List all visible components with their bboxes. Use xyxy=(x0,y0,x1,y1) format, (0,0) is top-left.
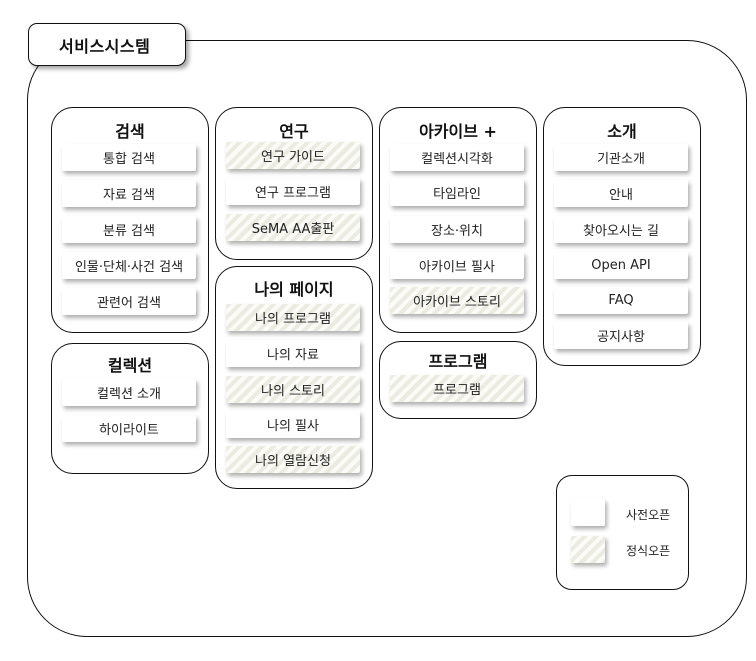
menu-item-archive-story[interactable]: 아카이브 스토리 xyxy=(390,287,524,314)
menu-item-notice[interactable]: 공지사항 xyxy=(554,322,688,349)
menu-item-my-materials[interactable]: 나의 자료 xyxy=(226,340,360,367)
menu-item-institution-intro[interactable]: 기관소개 xyxy=(554,144,688,171)
menu-item-research-guide[interactable]: 연구 가이드 xyxy=(226,142,360,169)
menu-item-collection-visualization[interactable]: 컬렉션시각화 xyxy=(390,144,524,171)
section-title: 소개 xyxy=(607,122,637,141)
menu-item-open-api[interactable]: Open API xyxy=(554,252,688,279)
menu-item-my-story[interactable]: 나의 스토리 xyxy=(226,376,360,403)
section-collection: 컬렉션 xyxy=(51,343,209,474)
legend-box xyxy=(556,475,689,590)
legend-label-official-open: 정식오픈 xyxy=(626,544,671,558)
menu-item-my-program[interactable]: 나의 프로그램 xyxy=(226,304,360,331)
menu-item-my-transcription[interactable]: 나의 필사 xyxy=(226,411,360,438)
menu-item-integrated-search[interactable]: 통합 검색 xyxy=(62,144,196,171)
menu-item-material-search[interactable]: 자료 검색 xyxy=(62,180,196,207)
section-title: 컬렉션 xyxy=(107,356,153,375)
menu-item-research-program[interactable]: 연구 프로그램 xyxy=(226,178,360,205)
menu-item-program[interactable]: 프로그램 xyxy=(390,375,524,402)
legend-swatch-official-open xyxy=(571,536,605,563)
menu-item-person-group-event-search[interactable]: 인물·단체·사건 검색 xyxy=(62,252,196,279)
menu-item-faq[interactable]: FAQ xyxy=(554,287,688,314)
menu-item-related-term-search[interactable]: 관련어 검색 xyxy=(62,288,196,315)
menu-item-sema-aa-publication[interactable]: SeMA AA출판 xyxy=(226,214,360,241)
section-title: 프로그램 xyxy=(428,352,488,371)
menu-item-timeline[interactable]: 타임라인 xyxy=(390,179,524,206)
section-title: 검색 xyxy=(115,122,145,141)
menu-item-my-reading-request[interactable]: 나의 열람신청 xyxy=(226,446,360,473)
menu-item-category-search[interactable]: 분류 검색 xyxy=(62,216,196,243)
diagram-title: 서비스시스템 xyxy=(28,23,186,66)
menu-item-guide[interactable]: 안내 xyxy=(554,180,688,207)
menu-item-archive-transcription[interactable]: 아카이브 필사 xyxy=(390,252,524,279)
menu-item-collection-intro[interactable]: 컬렉션 소개 xyxy=(62,379,196,406)
menu-item-directions[interactable]: 찾아오시는 길 xyxy=(554,216,688,243)
section-title: 나의 페이지 xyxy=(254,280,334,299)
section-title: 아카이브 + xyxy=(419,122,497,141)
legend-label-pre-open: 사전오픈 xyxy=(626,508,671,522)
menu-item-place-location[interactable]: 장소·위치 xyxy=(390,216,524,243)
legend-swatch-pre-open xyxy=(571,499,605,526)
menu-item-highlight[interactable]: 하이라이트 xyxy=(62,415,196,442)
section-title: 연구 xyxy=(279,122,309,141)
